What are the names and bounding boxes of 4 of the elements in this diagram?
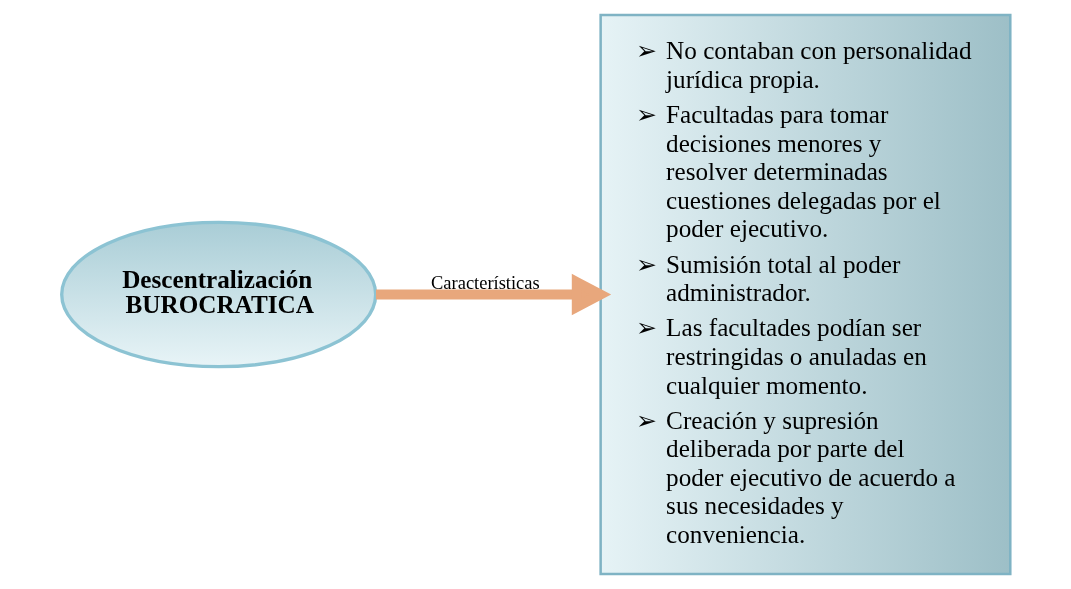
edge-label: Características [430,273,540,294]
node-ellipse: Descentralización BUROCRATICA [59,220,377,369]
arrow [375,273,611,316]
node-box: ➢ No contaban con personalidad jurídica propia. ➢ Facultadas para tomar decisiones menores y resolver determinadas cuestiones delegadas por el poder ejecutivo. ➢ Sumisión total al poder administrador. ➢ Las facultades podían ser restringidas o anuladas en cualquier momento. ➢ Creación y supresión deliberada por parte del poder ejecutivo de acuerdo a sus necesidades y conveniencia. [598,13,1012,576]
